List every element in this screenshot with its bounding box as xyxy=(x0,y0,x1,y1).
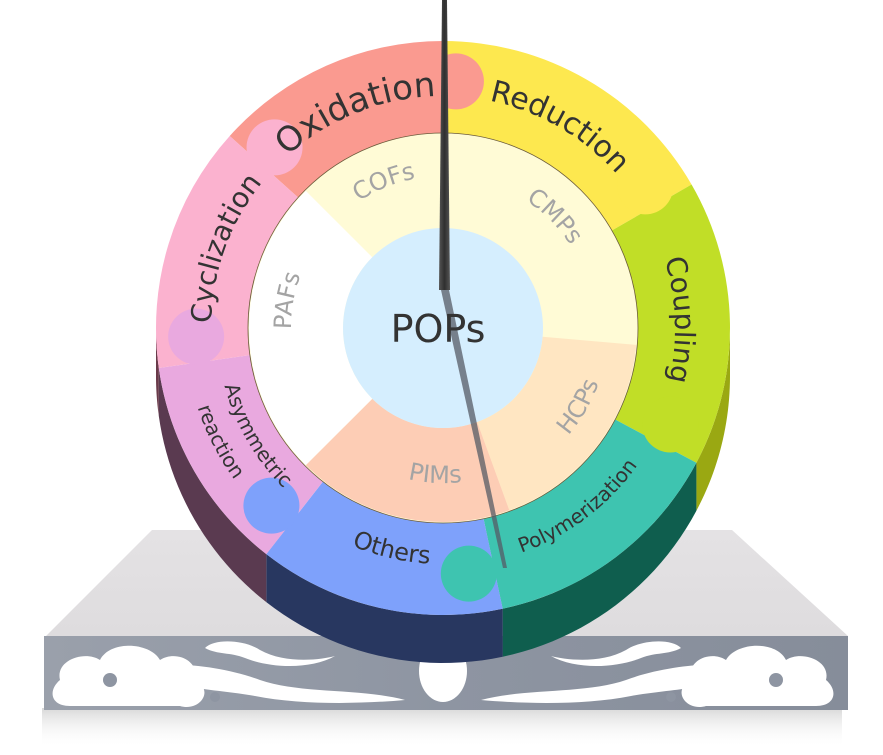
puzzle-knob xyxy=(243,477,300,534)
pedestal-shadow xyxy=(42,708,842,748)
cloud-ornament-icon xyxy=(52,640,834,708)
outer-ring xyxy=(155,41,730,615)
outer-segment xyxy=(483,419,697,609)
inner-segment xyxy=(249,190,373,466)
disc-side-segment xyxy=(696,328,730,511)
inner-segment xyxy=(477,145,637,345)
puzzle-knob xyxy=(642,396,699,453)
inner-segment xyxy=(305,134,510,258)
center-disc xyxy=(343,228,543,428)
needle-icon xyxy=(439,0,507,568)
label-pims: PIMs xyxy=(407,457,463,489)
disc-side xyxy=(156,328,730,663)
center-label: POPs xyxy=(391,307,486,351)
puzzle-knob xyxy=(617,158,674,215)
disc-side-segment xyxy=(502,462,697,657)
puzzle-knob xyxy=(246,119,303,176)
disc-side-segment xyxy=(158,367,267,603)
inner-segment xyxy=(477,336,637,511)
outer-segment xyxy=(611,184,730,463)
puzzle-knob xyxy=(168,308,225,365)
disc-side-segment xyxy=(266,554,503,663)
puzzle-knob xyxy=(440,545,497,602)
inner-segment xyxy=(305,398,510,522)
disc-side-segment xyxy=(156,328,159,416)
